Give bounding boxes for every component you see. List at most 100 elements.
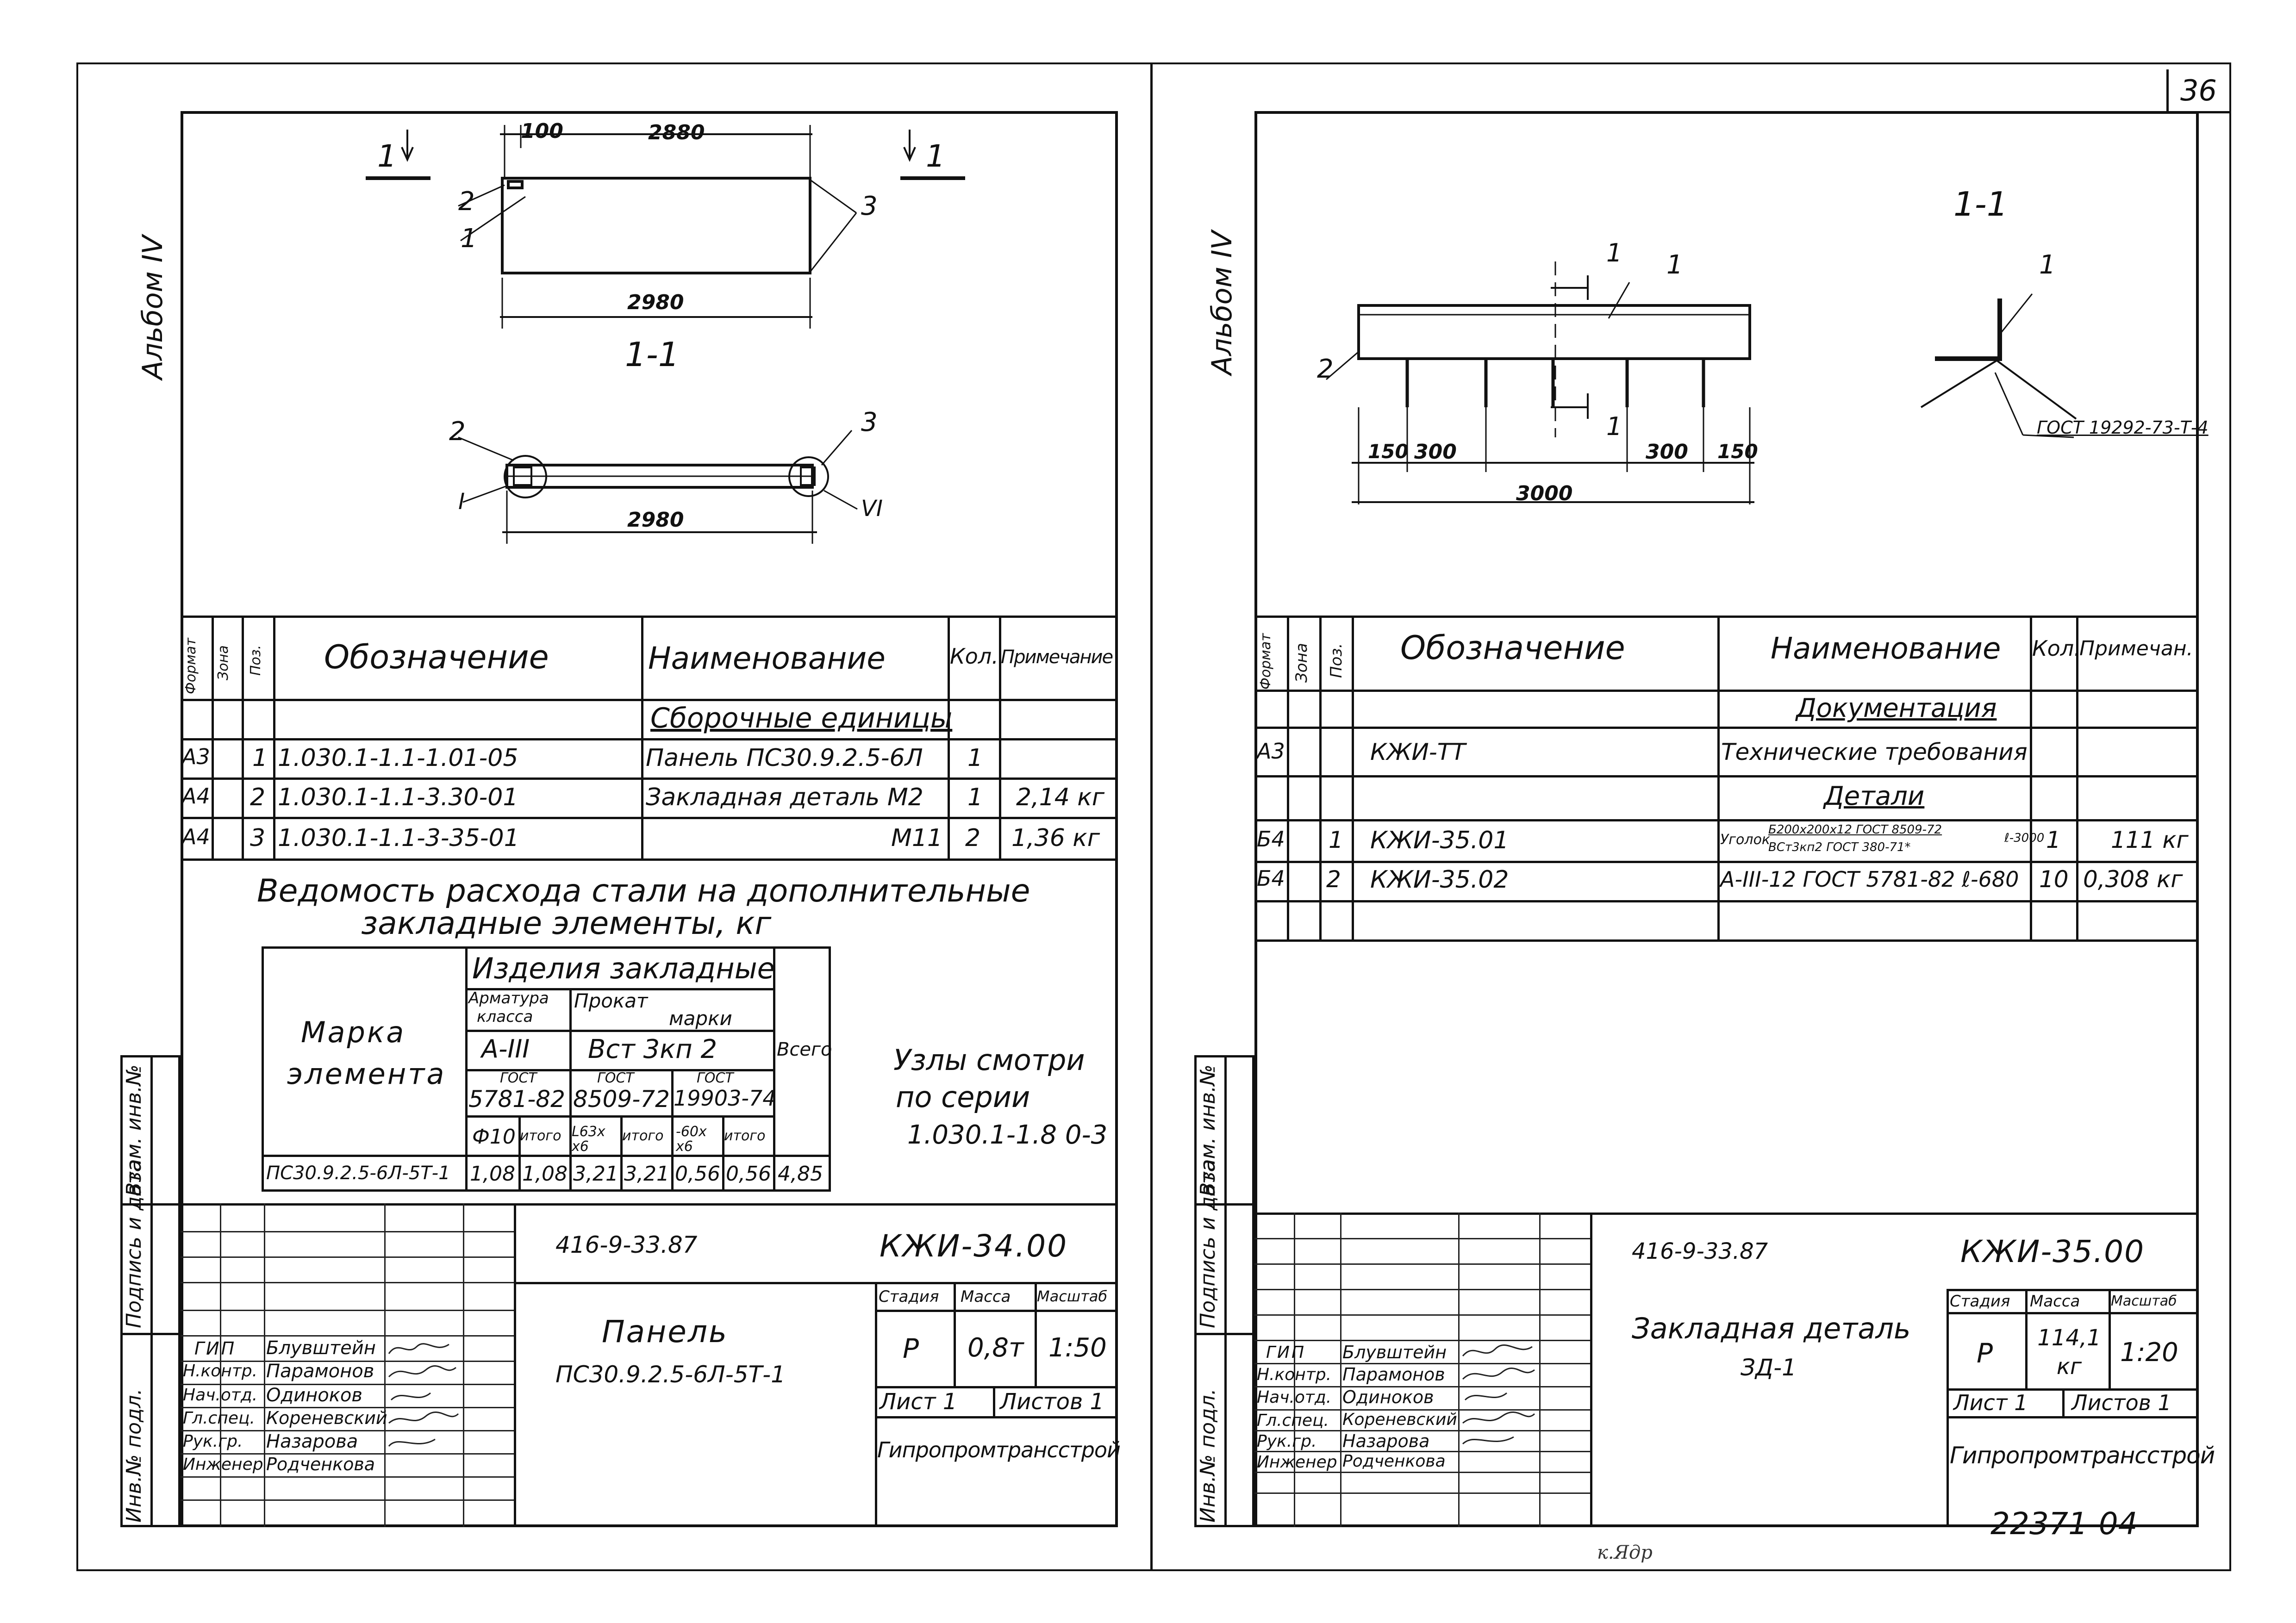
right-dim-3000: 3000 [1516, 482, 1573, 505]
right-row2-format: Б4 [1257, 827, 1285, 852]
angle-outline [1357, 304, 1751, 360]
left-nodes-note-3: 1.030.1-1.8 0-3 [907, 1120, 1108, 1150]
right-dim-150-left: 150 [1368, 440, 1409, 463]
left-row3-designation: 1.030.1-1.1-3-35-01 [278, 824, 519, 852]
right-name-5: Родченкова [1342, 1452, 1446, 1471]
steel-val-1: 1,08 [470, 1162, 515, 1186]
right-stamp-project: 416-9-33.87 [1632, 1238, 1768, 1264]
right-margin-label-3: Инв.№ подл. [1196, 1388, 1220, 1523]
right-stamp-stage-label: Стадия [1950, 1292, 2010, 1311]
left-row1-designation: 1.030.1-1.1-1.01-05 [278, 744, 518, 772]
left-pos-2-plan: 2 [458, 187, 475, 217]
right-gost-label: ГОСТ 19292-73-Т-4 [2037, 417, 2209, 438]
steel-val-7: 4,85 [778, 1162, 823, 1186]
left-stamp-title-1: Панель [602, 1314, 728, 1349]
right-row1-format: А3 [1257, 739, 1285, 764]
right-dim-300-left: 300 [1414, 440, 1457, 464]
right-stamp-mass: 114,1 кг [2037, 1325, 2101, 1380]
left-role-1: Н.контр. [183, 1362, 258, 1380]
angle-section [1935, 298, 2002, 361]
right-h-designation: Обозначение [1400, 629, 1625, 667]
left-row2-pos: 2 [250, 784, 266, 811]
right-role-5: Инженер [1257, 1453, 1337, 1472]
left-nodes-note-1: Узлы смотри [893, 1043, 1085, 1077]
right-h-qty: Кол. [2032, 636, 2081, 661]
right-stamp-title-1: Закладная деталь [1632, 1312, 1911, 1345]
steel-rebar-2: класса [477, 1007, 533, 1026]
right-pos-1-section: 1 [2039, 250, 2056, 280]
right-row3-name: А-III-12 ГОСТ 5781-82 ℓ-680 [1720, 867, 2019, 892]
right-row3-designation: КЖИ-35.02 [1370, 866, 1509, 894]
left-margin-label-3: Инв.№ подл. [122, 1388, 146, 1523]
embedded-plate-2 [507, 180, 524, 189]
steel-gost-2: 8509-72 [573, 1086, 670, 1113]
right-pos-2: 2 [1317, 354, 1334, 384]
left-row3-format: А4 [182, 824, 210, 849]
left-signatures [388, 1343, 459, 1447]
steel-col-60: -60x x6 [676, 1124, 707, 1155]
left-stamp-title-2: ПС30.9.2.5-6Л-5Т-1 [555, 1361, 786, 1388]
left-role-5: Инженер [183, 1455, 263, 1474]
left-section-label: 1-1 [625, 335, 680, 374]
right-row2-name-a: Уголок [1720, 832, 1771, 848]
left-row1-qty: 1 [967, 744, 983, 772]
left-roman-i: I [458, 489, 465, 515]
right-h-note: Примечан. [2079, 637, 2193, 660]
panel-plan-outline [501, 177, 811, 274]
left-h-pos: Поз. [248, 645, 264, 676]
right-part-drawing [1326, 261, 2077, 504]
steel-row-mark: ПС30.9.2.5-6Л-5Т-1 [266, 1163, 450, 1184]
right-name-3: Кореневский [1342, 1410, 1457, 1429]
left-h-zone: Зона [215, 645, 231, 680]
left-nodes-note-2: по серии [896, 1080, 1030, 1114]
right-row3-note: 0,308 кг [2083, 866, 2183, 893]
bottom-signature: к.Ядр [1597, 1542, 1653, 1563]
right-stamp-org: Гипропромтрансстрой [1950, 1442, 2215, 1469]
outer-frame [76, 62, 2231, 1571]
left-h-qty: Кол. [950, 644, 998, 669]
right-cut-1: 1 [1606, 238, 1622, 267]
right-role-4: Рук.гр. [1257, 1432, 1317, 1451]
steel-val-2: 1,08 [522, 1162, 568, 1186]
left-stamp-scale-label: Масштаб [1037, 1287, 1108, 1305]
left-row3-name: М11 [891, 824, 943, 852]
left-row2-note: 2,14 кг [1016, 784, 1105, 811]
right-row2-name-b: Б200x200x12 ГОСТ 8509-72 [1768, 823, 1942, 837]
right-stamp-scale-label: Масштаб [2111, 1293, 2177, 1309]
steel-rebar-1: Арматура [468, 989, 549, 1007]
left-album-label: Альбом IV [137, 235, 169, 379]
steel-vst: Вст 3кп 2 [588, 1034, 718, 1064]
left-row2-format: А4 [182, 784, 210, 808]
left-name-5: Родченкова [266, 1454, 375, 1474]
left-pos-3-plan: 3 [861, 191, 878, 221]
steel-title-line2: закладные элементы, кг [361, 905, 772, 942]
right-row2-name-d: ℓ-3000 [2004, 831, 2045, 845]
right-signatures [1462, 1344, 1535, 1445]
left-row3-qty: 2 [965, 824, 981, 852]
steel-val-3: 3,21 [573, 1162, 618, 1186]
right-row2-name-c: ВСт3кп2 ГОСТ 380-71* [1768, 840, 1911, 854]
right-row2-qty: 1 [2046, 827, 2061, 853]
steel-gost-label-3: ГОСТ [697, 1070, 734, 1086]
left-pos-3-section: 3 [861, 407, 878, 437]
right-cut-2: 1 [1606, 412, 1622, 441]
right-h-zone: Зона [1292, 643, 1311, 683]
left-inner-frame [181, 111, 1118, 1527]
steel-gost-3: 19903-74 [674, 1086, 776, 1111]
left-cut-marker-left: 1 [377, 138, 397, 174]
left-row3-pos: 3 [250, 824, 266, 852]
footer-number: 22371-04 [1990, 1506, 2138, 1542]
steel-val-4: 3,21 [624, 1162, 669, 1186]
left-row3-note: 1,36 кг [1011, 824, 1100, 852]
left-h-designation: Обозначение [324, 638, 549, 676]
steel-grades: марки [669, 1007, 732, 1030]
left-name-1: Парамонов [266, 1361, 374, 1382]
left-row2-qty: 1 [967, 784, 983, 811]
steel-mark-label-2: элемента [287, 1057, 446, 1091]
left-role-0: ГИП [194, 1338, 237, 1359]
left-stamp-sheets: Листов 1 [1000, 1389, 1104, 1415]
left-row1-format: А3 [182, 744, 210, 769]
left-row2-name: Закладная деталь М2 [646, 784, 923, 811]
left-name-2: Одиноков [266, 1385, 362, 1406]
steel-gost-1: 5781-82 [468, 1086, 565, 1113]
